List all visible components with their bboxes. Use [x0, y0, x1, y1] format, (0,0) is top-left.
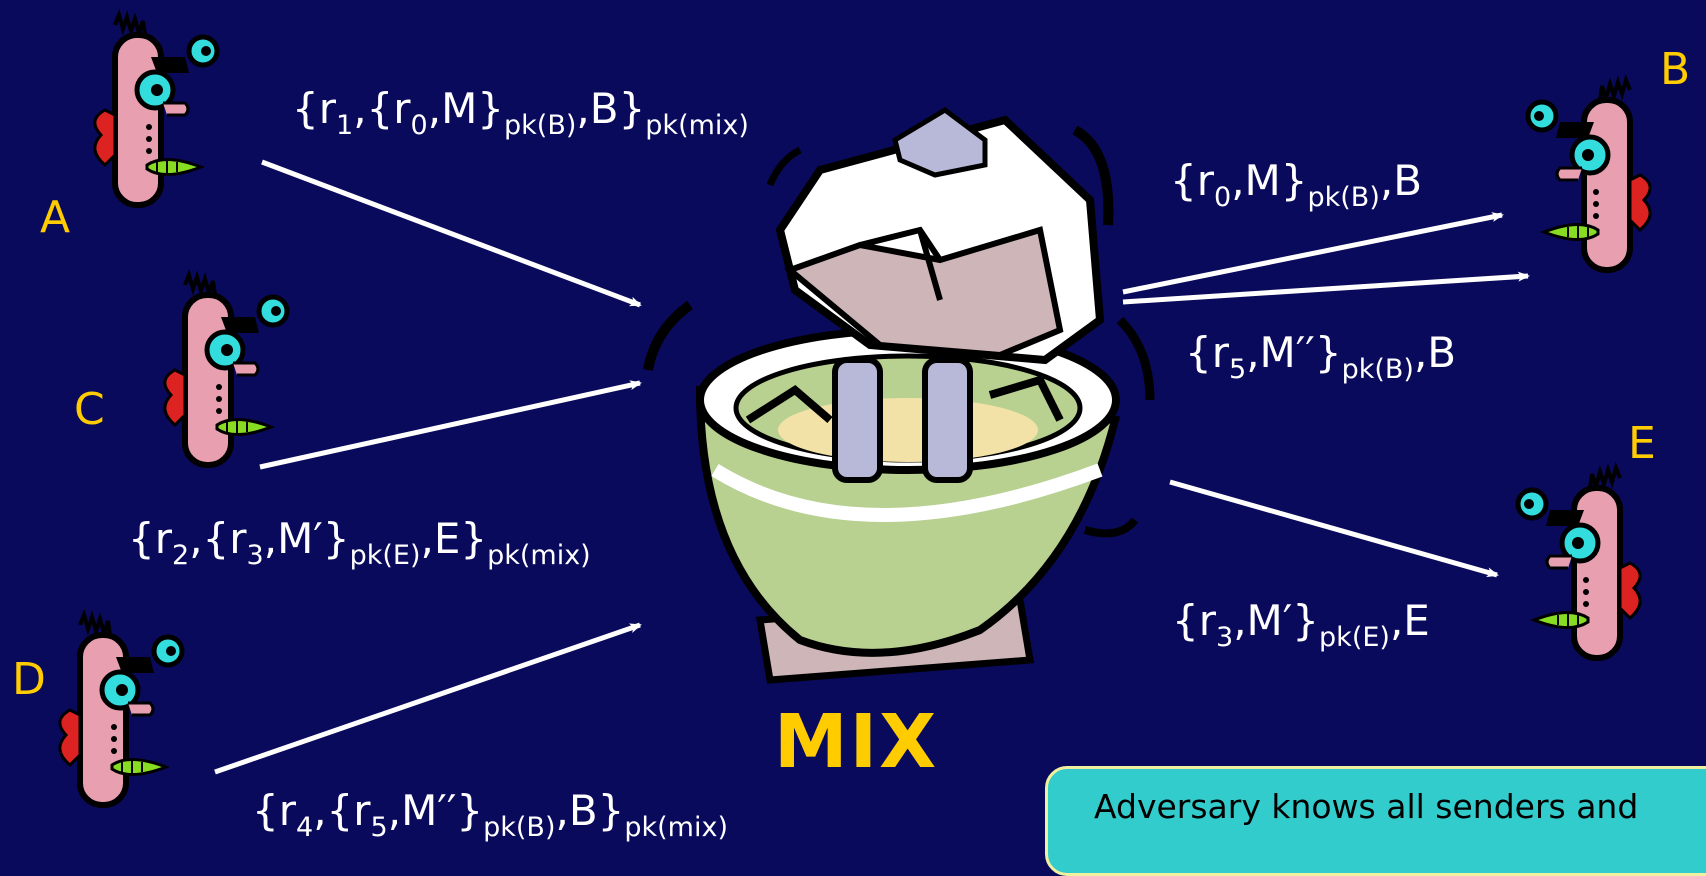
note-text: Adversary knows all senders and: [1094, 787, 1639, 826]
message-to-b-2: {r5,M′′}pk(B),B: [1185, 328, 1457, 385]
mixer-icon: [643, 106, 1155, 684]
label-e: E: [1628, 418, 1656, 469]
mix-network-diagram: [0, 0, 1706, 850]
arrow-mix-to-e: [1169, 479, 1499, 578]
message-to-b-1: {r0,M}pk(B),B: [1170, 156, 1423, 213]
mix-label: MIX: [774, 699, 939, 785]
label-d: D: [12, 654, 46, 705]
arrow-mix-to-b-1: [1122, 212, 1504, 295]
person-icon: [1518, 468, 1640, 658]
label-a: A: [40, 192, 71, 243]
message-from-c: {r2,{r3,M′}pk(E),E}pk(mix): [128, 514, 591, 571]
arrow-d-to-mix: [214, 622, 642, 775]
label-c: C: [74, 384, 105, 435]
person-icon: [1528, 80, 1650, 270]
message-from-d: {r4,{r5,M′′}pk(B),B}pk(mix): [252, 786, 728, 843]
arrow-mix-to-b-2: [1122, 271, 1530, 305]
person-icon: [95, 15, 217, 205]
message-from-a: {r1,{r0,M}pk(B),B}pk(mix): [292, 84, 749, 141]
message-to-e: {r3,M′}pk(E),E: [1172, 596, 1430, 653]
label-b: B: [1660, 44, 1691, 95]
person-icon: [60, 615, 182, 805]
arrow-c-to-mix: [259, 380, 642, 470]
person-icon: [165, 275, 287, 465]
arrow-a-to-mix: [261, 159, 642, 308]
